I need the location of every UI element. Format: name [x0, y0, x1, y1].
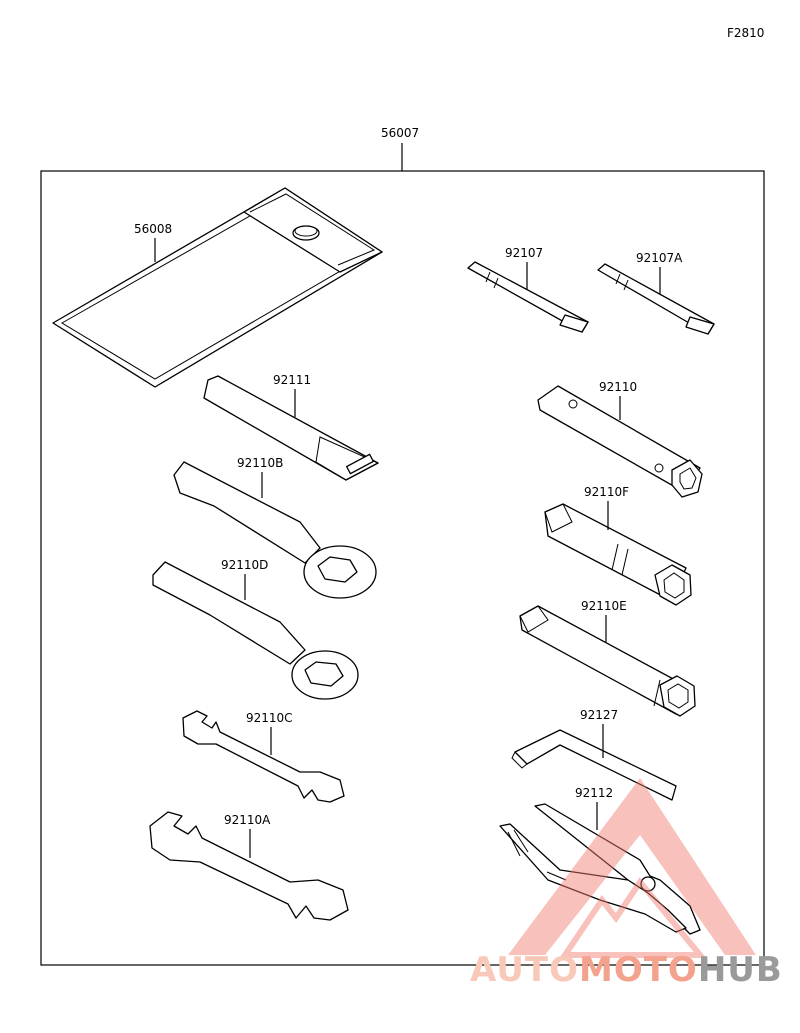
spanner-92110a: [149, 811, 349, 921]
watermark-text: AUTOMOTOHUB: [470, 950, 783, 990]
watermark-moto: MOTO: [579, 950, 698, 990]
hex-key-92127: [511, 729, 677, 801]
label-56008: 56008: [134, 222, 172, 236]
ring-spanner-92110d: [152, 561, 359, 700]
screwdriver-92107a: [597, 263, 715, 335]
label-92110c: 92110C: [246, 711, 293, 725]
bar-92111: [203, 375, 380, 481]
tool-bag-56008: [52, 187, 383, 388]
socket-wrench-92110f: [544, 503, 692, 606]
label-92110d: 92110D: [221, 558, 268, 572]
label-92107a: 92107A: [636, 251, 683, 265]
label-92110b: 92110B: [237, 456, 283, 470]
socket-wrench-92110e: [519, 605, 696, 717]
label-92112: 92112: [575, 786, 613, 800]
spanner-92110c: [182, 710, 345, 803]
pliers-92112: [499, 803, 701, 935]
label-92107: 92107: [505, 246, 543, 260]
label-92127: 92127: [580, 708, 618, 722]
kit-label: 56007: [381, 126, 419, 140]
screwdriver-92107: [467, 261, 589, 333]
box-wrench-92110: [537, 385, 703, 498]
label-92111: 92111: [273, 373, 311, 387]
label-92110a: 92110A: [224, 813, 271, 827]
watermark-auto: AUTO: [470, 950, 579, 990]
label-92110e: 92110E: [581, 599, 627, 613]
watermark-logo: [508, 778, 756, 958]
watermark-hub: HUB: [698, 950, 783, 990]
kit-frame: [40, 170, 765, 966]
figure-code: F2810: [727, 26, 764, 40]
label-92110: 92110: [599, 380, 637, 394]
label-92110f: 92110F: [584, 485, 629, 499]
ring-spanner-92110b: [173, 461, 377, 599]
